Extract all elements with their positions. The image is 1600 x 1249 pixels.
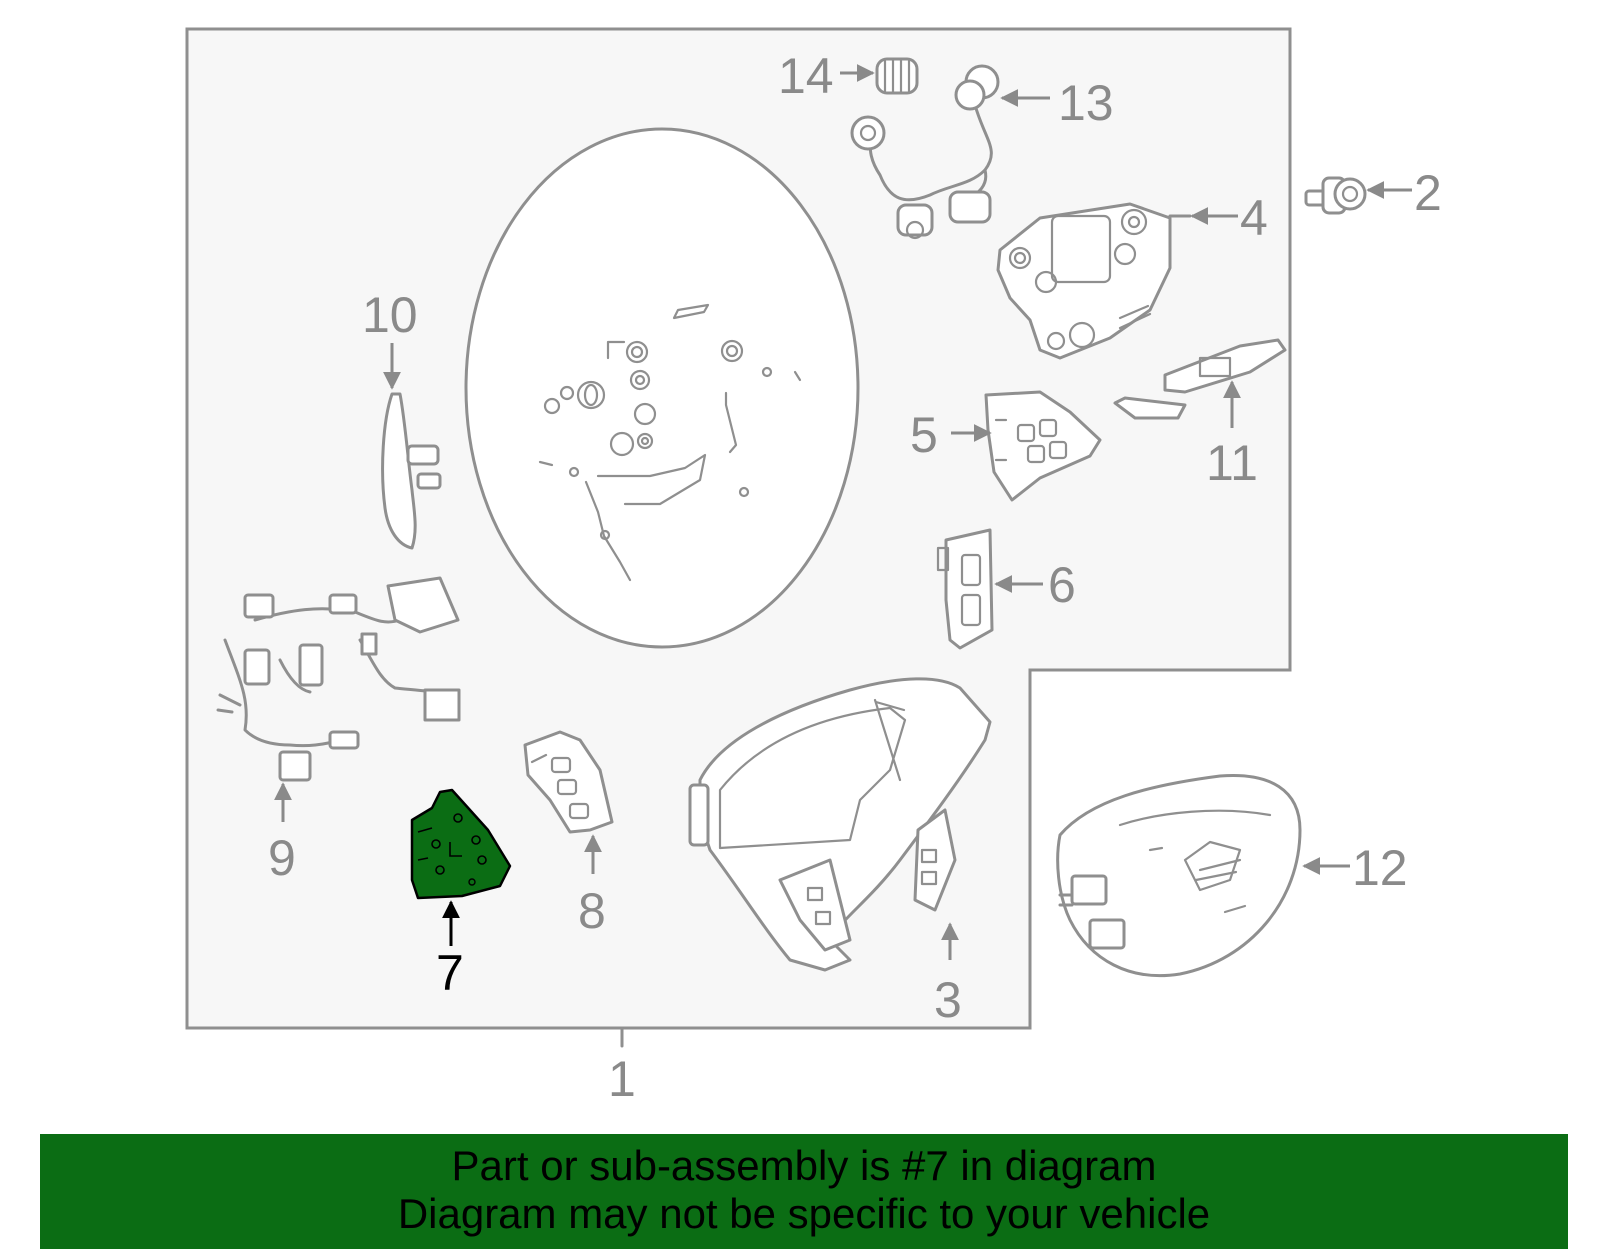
callout-8: 8 [578,883,606,939]
part-7-switch-highlighted [410,788,512,900]
part-10-paddle [381,392,442,550]
callout-13: 13 [1058,75,1114,131]
callout-3: 3 [934,972,962,1028]
part-8-switch [523,730,614,834]
callout-7: 7 [436,945,464,1001]
callout-5: 5 [910,407,938,463]
callout-12: 12 [1352,840,1408,896]
disc-detail [538,303,802,582]
callout-9: 9 [268,830,296,886]
part-9-harness [216,576,461,782]
callout-11: 11 [1206,435,1258,491]
callout-10: 10 [362,287,418,343]
steering-wheel-disc [464,127,860,649]
part-2-screw [1304,176,1367,215]
callout-2: 2 [1414,165,1442,221]
part-4-module [996,202,1192,360]
info-banner: Part or sub-assembly is #7 in diagram Di… [40,1134,1568,1249]
part-3-wheel-trim [688,677,992,972]
callout-6: 6 [1048,557,1076,613]
part-11-bracket [1113,338,1287,420]
banner-line-2: Diagram may not be specific to your vehi… [397,1190,1211,1237]
part-14-spring [875,57,919,95]
banner-line-1: Part or sub-assembly is #7 in diagram [451,1142,1157,1189]
part-5-switch [984,390,1102,502]
callout-14: 14 [778,48,834,104]
callout-4: 4 [1240,190,1268,246]
part-6-switch [936,528,994,650]
part-13-harness [850,64,1000,240]
part-12-airbag [1056,773,1302,978]
callout-1: 1 [608,1051,636,1107]
